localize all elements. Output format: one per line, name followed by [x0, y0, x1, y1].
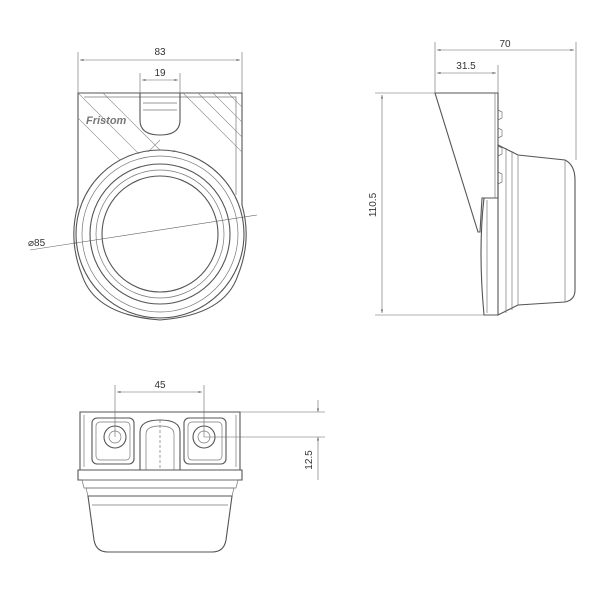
dim-bottom-hole-spacing: 45	[114, 380, 205, 437]
side-lens-profile	[480, 197, 498, 316]
side-view	[434, 92, 576, 316]
dim-front-slot-label: 19	[154, 68, 166, 79]
bottom-view	[77, 411, 243, 553]
dim-side-offset: 31.5	[437, 61, 499, 93]
dim-side-height-label: 110.5	[368, 192, 379, 217]
front-lens-middle-ring	[89, 163, 231, 305]
side-lamp-body	[497, 144, 576, 316]
dim-front-width: 83	[77, 47, 243, 93]
front-view: Fristom	[73, 92, 247, 321]
dim-bottom-hole-spacing-label: 45	[154, 380, 166, 391]
front-lens-inner-ring	[101, 175, 219, 293]
dim-front-diameter-label: ⌀85	[28, 238, 46, 249]
bottom-right-pad	[183, 417, 227, 465]
bottom-lamp-body	[87, 495, 233, 553]
side-bracket	[434, 92, 499, 233]
dim-bottom-hole-height: 12.5	[204, 400, 325, 480]
dim-bottom-hole-height-label: 12.5	[304, 450, 315, 470]
dim-side-depth: 70	[434, 39, 577, 160]
dim-front-slot: 19	[139, 68, 181, 93]
dim-side-offset-label: 31.5	[456, 61, 476, 72]
front-lens-outer-ring	[75, 149, 245, 319]
front-plate-border	[84, 96, 237, 195]
front-logo: Fristom	[86, 115, 127, 127]
dim-front-diameter: ⌀85	[28, 214, 258, 251]
dim-front-width-label: 83	[154, 47, 166, 58]
dim-side-height: 110.5	[368, 92, 498, 316]
front-housing-outline	[73, 92, 247, 321]
dim-side-depth-label: 70	[499, 39, 511, 50]
bottom-left-pad	[91, 417, 135, 465]
front-cable-slot	[139, 93, 181, 136]
